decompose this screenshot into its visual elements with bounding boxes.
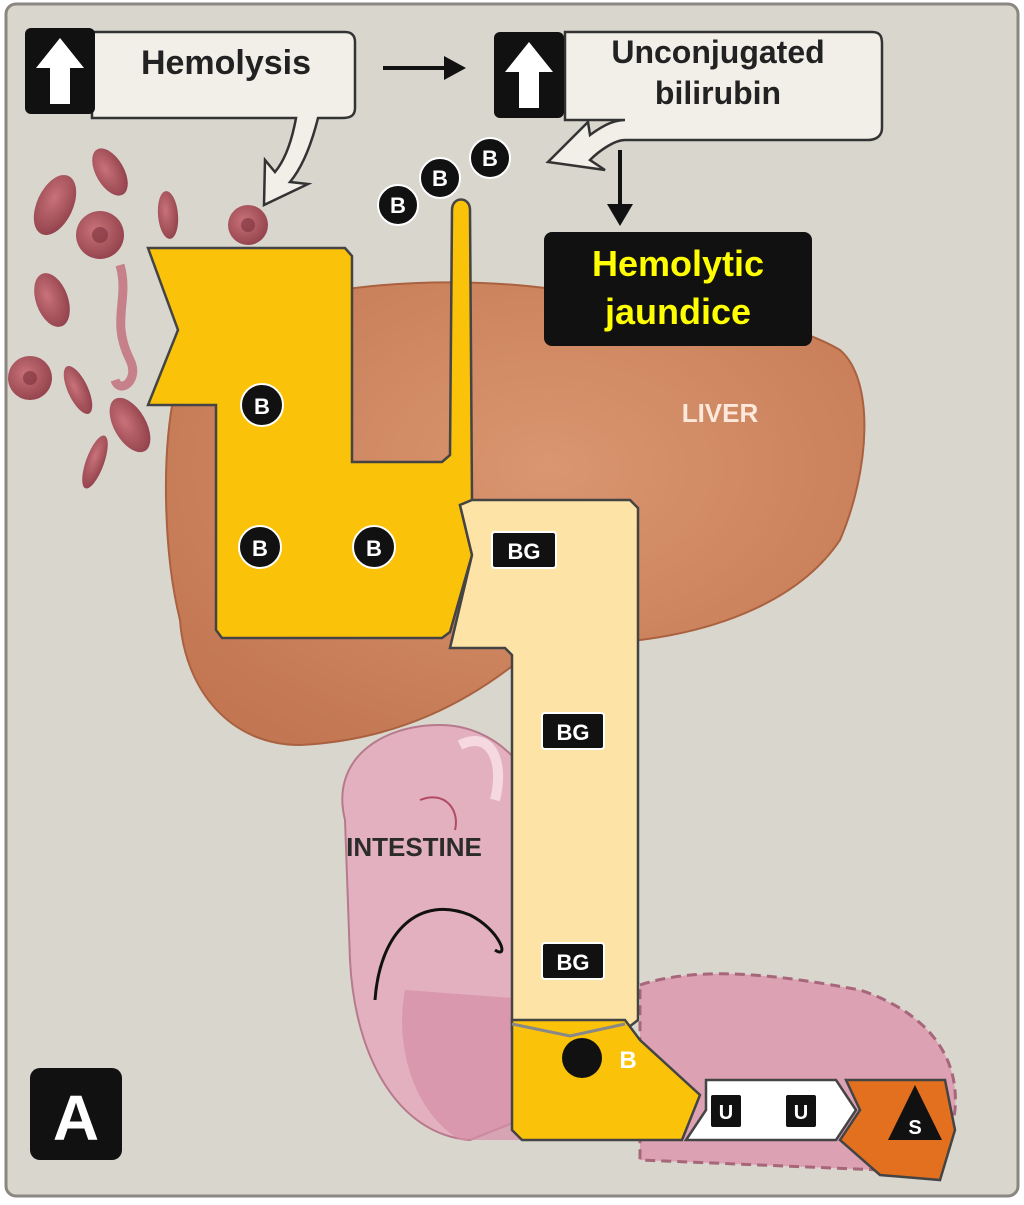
liver-label: LIVER xyxy=(682,398,759,428)
svg-text:B: B xyxy=(366,536,382,561)
up-arrow-icon xyxy=(505,42,553,108)
intestinal-bilirubin-block xyxy=(510,1018,702,1142)
bilirubin-glucuronide-marker: BG xyxy=(491,531,557,569)
stercobilin-triangle xyxy=(888,1085,942,1140)
red-blood-cells xyxy=(8,148,268,489)
svg-text:B: B xyxy=(432,166,448,191)
hemolysis-callout: Hemolysis xyxy=(25,28,357,208)
urobilinogen-marker: U xyxy=(709,1093,743,1129)
intestinal-bilirubin-label: B xyxy=(619,1047,636,1074)
bilirubin-marker: B xyxy=(352,525,396,569)
bilirubin-marker: B xyxy=(469,137,511,179)
intestinal-bilirubin-dot xyxy=(562,1038,602,1078)
panel-letter: A xyxy=(53,1082,99,1154)
svg-text:BG: BG xyxy=(557,720,590,745)
panel-letter-badge: A xyxy=(30,1068,122,1160)
down-arrow-icon xyxy=(607,150,633,226)
bilirubin-marker: B xyxy=(240,383,284,427)
unconjugated-bilirubin-pathway xyxy=(146,198,474,640)
hemolytic-jaundice-line2: jaundice xyxy=(604,291,751,332)
unconjugated-label-line2: bilirubin xyxy=(655,75,781,111)
svg-text:BG: BG xyxy=(508,539,541,564)
svg-text:B: B xyxy=(252,536,268,561)
intestine-label: INTESTINE xyxy=(346,832,482,862)
bilirubin-glucuronide-marker: BG xyxy=(541,942,605,980)
svg-text:B: B xyxy=(482,146,498,171)
unconjugated-label-line1: Unconjugated xyxy=(611,34,824,70)
svg-text:U: U xyxy=(794,1102,808,1124)
urobilinogen-marker: U xyxy=(784,1093,818,1129)
svg-text:B: B xyxy=(390,193,406,218)
right-arrow-icon xyxy=(383,56,466,80)
hemolytic-jaundice-box: Hemolytic jaundice xyxy=(544,232,812,346)
bilirubin-marker: B xyxy=(419,157,461,199)
hemolysis-label: Hemolysis xyxy=(141,44,311,82)
svg-text:BG: BG xyxy=(557,950,590,975)
bilirubin-marker: B xyxy=(238,525,282,569)
svg-text:U: U xyxy=(719,1102,733,1124)
unconjugated-bilirubin-callout: Unconjugated bilirubin xyxy=(494,30,884,172)
svg-text:B: B xyxy=(254,394,270,419)
up-arrow-icon xyxy=(36,38,84,104)
hemolytic-jaundice-line1: Hemolytic xyxy=(592,243,764,284)
conjugated-bilirubin-pathway xyxy=(448,498,640,1032)
bilirubin-glucuronide-marker: BG xyxy=(541,712,605,750)
bilirubin-marker: B xyxy=(377,184,419,226)
stercobilin-label: S xyxy=(908,1117,921,1139)
